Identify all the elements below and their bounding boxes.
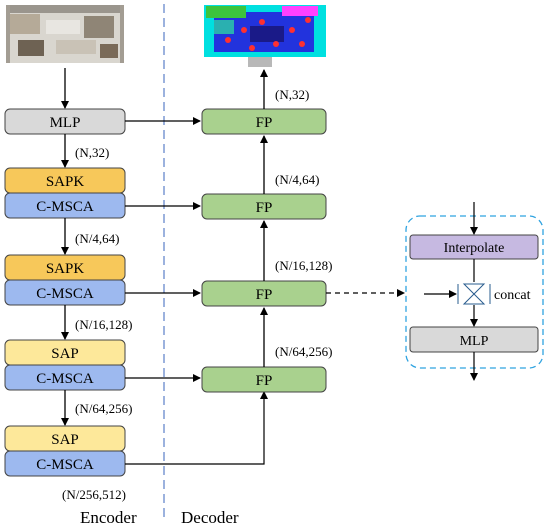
- skip-connections: [125, 117, 268, 465]
- skip-stage4-to-fp4: [125, 391, 268, 465]
- detail-interpolate-block: Interpolate: [409, 234, 539, 260]
- decoder-column: FP FP FP FP (N/64,256) (N/16,128) (N/4,6…: [201, 69, 332, 393]
- stage-2-top-label: SAPK: [46, 261, 85, 277]
- fp-4-label: FP: [256, 373, 273, 389]
- fp-2-shape: (N/4,64): [275, 172, 319, 187]
- encoder-stage-4: SAP C-MSCA: [4, 425, 126, 477]
- stage-3-bottom-label: C-MSCA: [36, 371, 94, 387]
- decoder-section-label: Decoder: [181, 508, 239, 527]
- fp-1-shape: (N,32): [275, 87, 309, 102]
- fp-detail-panel: Interpolate concat MLP: [405, 202, 544, 381]
- stage-1-out-shape: (N/4,64): [75, 231, 119, 246]
- decoder-fp-block-3: FP: [201, 280, 327, 307]
- stage-4-out-shape: (N/256,512): [62, 487, 126, 502]
- stage-1-bottom-label: C-MSCA: [36, 199, 94, 215]
- fp-3-label: FP: [256, 287, 273, 303]
- encoder-stage-1: SAPK C-MSCA: [4, 167, 126, 219]
- stage-1-top-label: SAPK: [46, 174, 85, 190]
- fp-3-shape: (N/16,128): [275, 258, 332, 273]
- encoder-stage-2: SAPK C-MSCA: [4, 254, 126, 306]
- detail-mlp-label: MLP: [460, 334, 489, 349]
- detail-mlp-block: MLP: [409, 326, 539, 353]
- fp-1-label: FP: [256, 115, 273, 131]
- stage-4-bottom-label: C-MSCA: [36, 457, 94, 473]
- output-scene-image: [204, 5, 326, 67]
- encoder-stage-3: SAP C-MSCA: [4, 339, 126, 391]
- stage-3-top-label: SAP: [51, 346, 79, 362]
- input-scene-image: [6, 5, 124, 63]
- encoder-column: MLP (N,32) SAPK C-MSCA (N/4,64) SAPK C-M…: [4, 68, 132, 502]
- stage-4-top-label: SAP: [51, 432, 79, 448]
- stage-2-out-shape: (N/16,128): [75, 317, 132, 332]
- decoder-fp-block-2: FP: [201, 193, 327, 220]
- stage-2-bottom-label: C-MSCA: [36, 286, 94, 302]
- encoder-mlp-block: MLP: [4, 108, 126, 135]
- encoder-mlp-label: MLP: [50, 115, 81, 131]
- decoder-fp-block-4: FP: [201, 366, 327, 393]
- interpolate-label: Interpolate: [444, 241, 505, 256]
- fp-2-label: FP: [256, 200, 273, 216]
- encoder-section-label: Encoder: [80, 508, 137, 527]
- fp-4-shape: (N/64,256): [275, 344, 332, 359]
- encoder-mlp-out-shape: (N,32): [75, 145, 109, 160]
- concat-symbol: [457, 283, 491, 305]
- stage-3-out-shape: (N/64,256): [75, 401, 132, 416]
- decoder-fp-block-1: FP: [201, 108, 327, 135]
- concat-label: concat: [494, 288, 531, 303]
